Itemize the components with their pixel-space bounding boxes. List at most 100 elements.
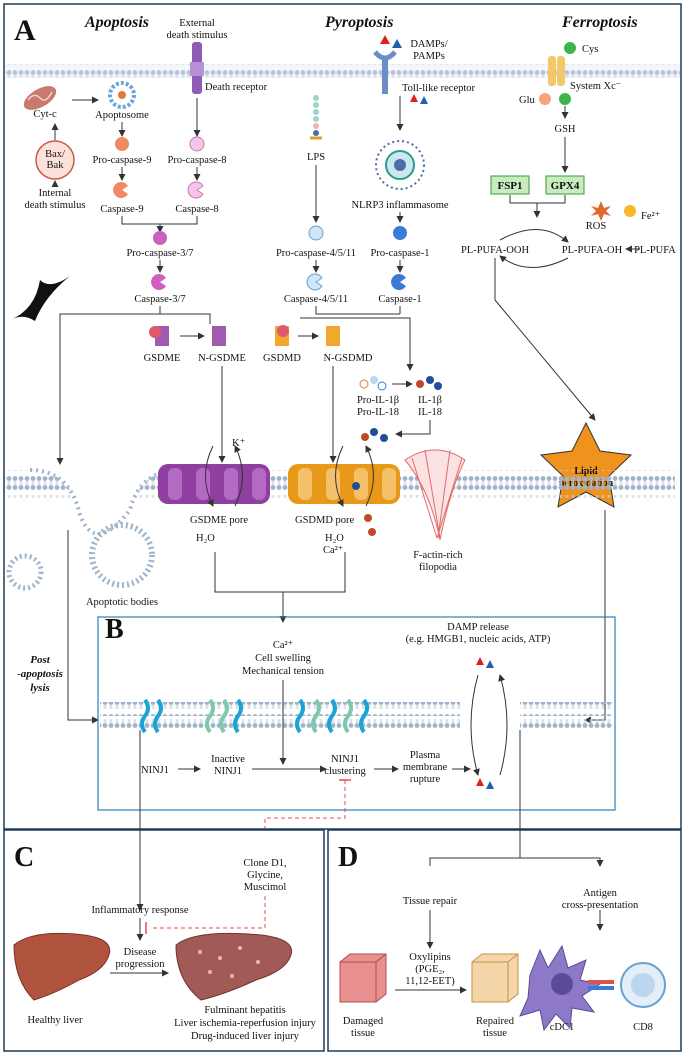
heading-apoptosis: Apoptosis: [84, 14, 149, 31]
fsp1-box: [490, 175, 530, 195]
damps-label-1: DAMPs/: [410, 39, 447, 50]
procasp8-label: Pro-caspase-8: [168, 155, 227, 166]
nlrp3-icon: [375, 140, 425, 190]
bax-label-1: Bax/: [45, 149, 65, 160]
system-xc-icon: [548, 56, 565, 86]
apoptotic-vesicle-small: [6, 553, 44, 591]
cd8-cell-icon: [620, 962, 666, 1008]
plpufa-ooh-label: PL-PUFA-OOH: [461, 245, 529, 256]
gsdmd-label: GSDMD: [263, 353, 301, 364]
k-label: K⁺: [232, 438, 245, 449]
b-inactive-label-2: NINJ1: [214, 766, 242, 777]
casp1-icon: [391, 274, 406, 290]
glu-label: Glu: [519, 95, 536, 106]
heading-ferroptosis: Ferroptosis: [561, 14, 638, 31]
plpufa-label: PL-PUFA: [634, 245, 676, 256]
procasp1-icon: [393, 226, 407, 240]
b-tension-label: Mechanical tension: [242, 666, 325, 677]
ngsdme-icon: [212, 326, 226, 346]
ngsdmd-label: N-GSDMD: [323, 353, 372, 364]
panel-d-frame: [327, 829, 682, 1052]
tlr-icon: [373, 50, 397, 94]
b-rupture-label-3: rupture: [410, 774, 441, 785]
top-membrane: [5, 64, 680, 78]
repaired-tissue-icon: [471, 953, 519, 1003]
ros-icon: [591, 201, 611, 221]
casp37-icon: [151, 274, 166, 290]
gsdmd-pore-label: GSDMD pore: [295, 515, 355, 526]
ngsdmd-icon: [326, 326, 340, 346]
h2o-left-label: H₂O: [196, 533, 215, 544]
gsh-label: GSH: [554, 124, 575, 135]
cys-icon: [564, 42, 576, 54]
post-label-2: -apoptosis: [17, 668, 63, 680]
pro-il-icon: [359, 376, 387, 391]
b-clustering-label-2: clustering: [324, 766, 366, 777]
casp37-label: Caspase-3/7: [134, 294, 185, 305]
c-inhib-label-2: Glycine,: [247, 870, 283, 881]
cdc1-cell-icon: [519, 944, 614, 1032]
b-inactive-label-1: Inactive: [211, 754, 245, 765]
casp9-label: Caspase-9: [100, 204, 143, 215]
d-cd8-label: CD8: [633, 1022, 653, 1033]
cys-inner-icon: [559, 93, 571, 105]
b-clustering-label-1: NINJ1: [331, 754, 359, 765]
gsdme-icon: [149, 326, 169, 346]
b-ca-label: Ca²⁺: [273, 640, 293, 651]
damp-triangles-icon: [380, 35, 402, 48]
d-antigen-label-1: Antigen: [583, 888, 618, 899]
fe-icon: [624, 205, 636, 217]
procasp9-label: Pro-caspase-9: [93, 155, 152, 166]
cys-label: Cys: [582, 44, 598, 55]
factin-label-1: F-actin-rich: [413, 550, 463, 561]
cytokines-icon: [361, 428, 388, 442]
d-damaged-label-1: Damaged: [343, 1016, 384, 1027]
apoptotic-body-icon: [89, 522, 155, 588]
b-damp-label-1: DAMP release: [447, 622, 509, 633]
panel-d-label: D: [338, 842, 358, 873]
ninj1-helix-icon: [140, 698, 369, 734]
gsdmd-pore-icon: [288, 464, 400, 504]
d-oxy-label-1: Oxylipins: [409, 952, 450, 963]
panel-a-label: A: [14, 14, 36, 47]
panel-b-label: B: [105, 614, 124, 645]
diseased-liver-icon: [175, 932, 293, 1001]
apoptotic-bodies-label: Apoptotic bodies: [86, 597, 158, 608]
casp9-icon: [113, 182, 128, 198]
system-xc-label: System Xc⁻: [570, 81, 621, 92]
internal-stimulus-2: death stimulus: [25, 200, 86, 211]
casp1-label: Caspase-1: [378, 294, 421, 305]
lps-icon: [310, 95, 322, 140]
damaged-tissue-icon: [339, 953, 387, 1003]
plpufa-oh-label: PL-PUFA-OH: [562, 245, 623, 256]
bax-label-2: Bak: [47, 160, 65, 171]
bird-silhouette-icon: [10, 276, 70, 321]
d-oxy-label-2: (PGE₂,: [415, 964, 445, 975]
fe-label: Fe²⁺: [641, 211, 660, 222]
panel-a-frame: [3, 3, 682, 830]
c-inflammatory-label: Inflammatory response: [91, 905, 188, 916]
b-membrane-inner: [100, 716, 460, 730]
tlr-label: Toll-like receptor: [402, 83, 476, 94]
post-label-3: lysis: [30, 682, 50, 694]
bax-bak-circle: [35, 140, 75, 180]
lps-label: LPS: [307, 152, 325, 163]
h2o-right-label: H₂O: [325, 533, 344, 544]
c-disease-label-1: Disease: [124, 947, 157, 958]
il1b-label: IL-1β: [418, 395, 442, 406]
b-swelling-label: Cell swelling: [255, 653, 311, 664]
f-actin-filopodia-icon: [404, 449, 466, 541]
c-healthy-label: Healthy liver: [27, 1015, 83, 1026]
c-disease-2: Liver ischemia-reperfusion injury: [174, 1018, 316, 1029]
external-stimulus-1: External: [179, 18, 215, 29]
nlrp3-label: NLRP3 inflammasome: [351, 200, 448, 211]
gpx4-label: GPX4: [551, 180, 580, 192]
ros-label: ROS: [586, 221, 607, 232]
panel-c-label: C: [14, 842, 34, 873]
death-receptor-icon: [190, 42, 204, 94]
procasp4511-icon: [308, 225, 324, 241]
c-disease-label-2: progression: [116, 959, 166, 970]
c-inhib-label-1: Clone D1,: [243, 858, 286, 869]
d-repaired-label-2: tissue: [483, 1028, 507, 1039]
